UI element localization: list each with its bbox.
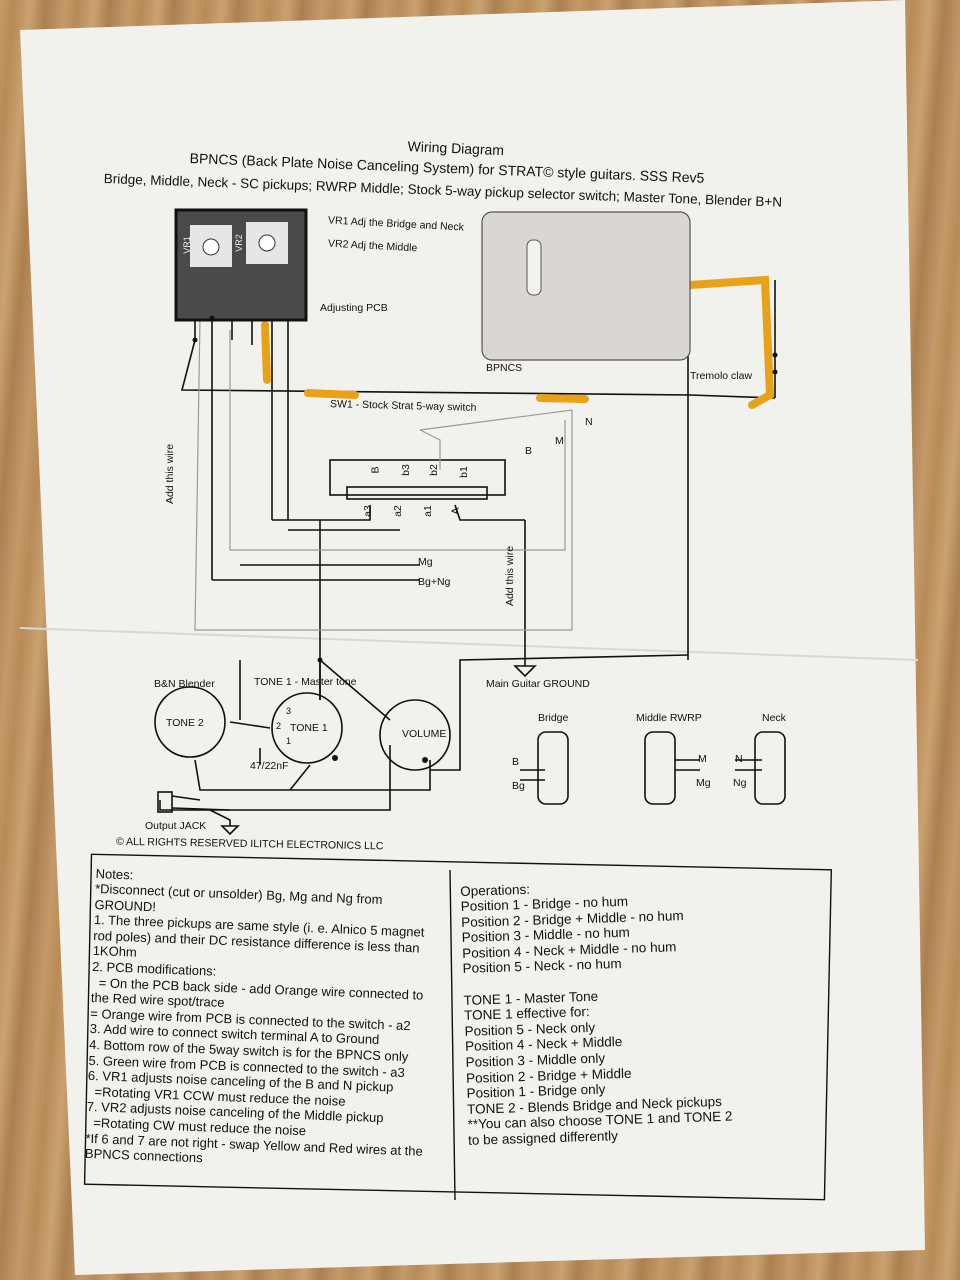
switch-pos-M: M [555, 435, 564, 447]
pickup-bridge-label: Bridge [538, 712, 569, 724]
switch-term-a1: a1 [421, 505, 434, 517]
tone2-name: TONE 2 [166, 717, 204, 729]
notes-left-lines: *Disconnect (cut or unsolder) Bg, Mg and… [85, 881, 433, 1174]
pickup-bg-lead: Bg [512, 780, 525, 792]
mg-wire-label: Mg [418, 556, 433, 568]
switch-term-b2: b2 [427, 464, 440, 476]
add-wire-mid-label: Add this wire [504, 545, 517, 607]
blender-title: B&N Blender [154, 678, 215, 690]
pickup-ng-lead: Ng [733, 777, 747, 789]
pot-pin-3: 3 [286, 706, 292, 716]
pot-pin-1: 1 [286, 736, 292, 746]
switch-term-B: B [369, 466, 382, 474]
pcb-vr1-label: VR1 [181, 236, 192, 254]
bpncs-plate [481, 211, 691, 361]
switch-term-b3: b3 [399, 464, 412, 476]
bgng-wire-label: Bg+Ng [418, 576, 451, 588]
pot-pin-2: 2 [276, 721, 282, 731]
pickup-neck-label: Neck [762, 712, 786, 724]
volume-name: VOLUME [402, 728, 447, 740]
tone1-name: TONE 1 [290, 722, 328, 734]
switch-term-a3: a3 [361, 505, 374, 517]
pcb-name: Adjusting PCB [320, 302, 388, 314]
tremolo-claw-label: Tremolo claw [690, 370, 753, 382]
switch-term-b1: b1 [457, 466, 470, 478]
pickup-mg-lead: Mg [696, 777, 711, 789]
main-ground-label: Main Guitar GROUND [486, 678, 590, 690]
notes-right: Operations: Position 1 - Bridge - no hum… [460, 876, 733, 1149]
switch-term-A: A [449, 507, 462, 515]
switch-pos-N: N [585, 416, 593, 428]
add-wire-left-label: Add this wire [164, 443, 177, 505]
switch-term-a2: a2 [391, 505, 404, 517]
switch-pos-B: B [525, 445, 533, 457]
pickup-m-lead: M [698, 753, 707, 765]
pcb-vr2-label: VR2 [233, 234, 244, 252]
notes-left: Notes: *Disconnect (cut or unsolder) Bg,… [85, 866, 434, 1174]
capacitor-value: 47/22nF [250, 760, 289, 772]
tone1-title: TONE 1 - Master tone [254, 676, 357, 688]
pickup-middle-label: Middle RWRP [636, 712, 702, 724]
pickup-n-lead: N [735, 753, 743, 765]
bpncs-label: BPNCS [486, 362, 523, 374]
pickup-b-lead: B [512, 756, 520, 768]
output-jack-label: Output JACK [145, 820, 207, 832]
